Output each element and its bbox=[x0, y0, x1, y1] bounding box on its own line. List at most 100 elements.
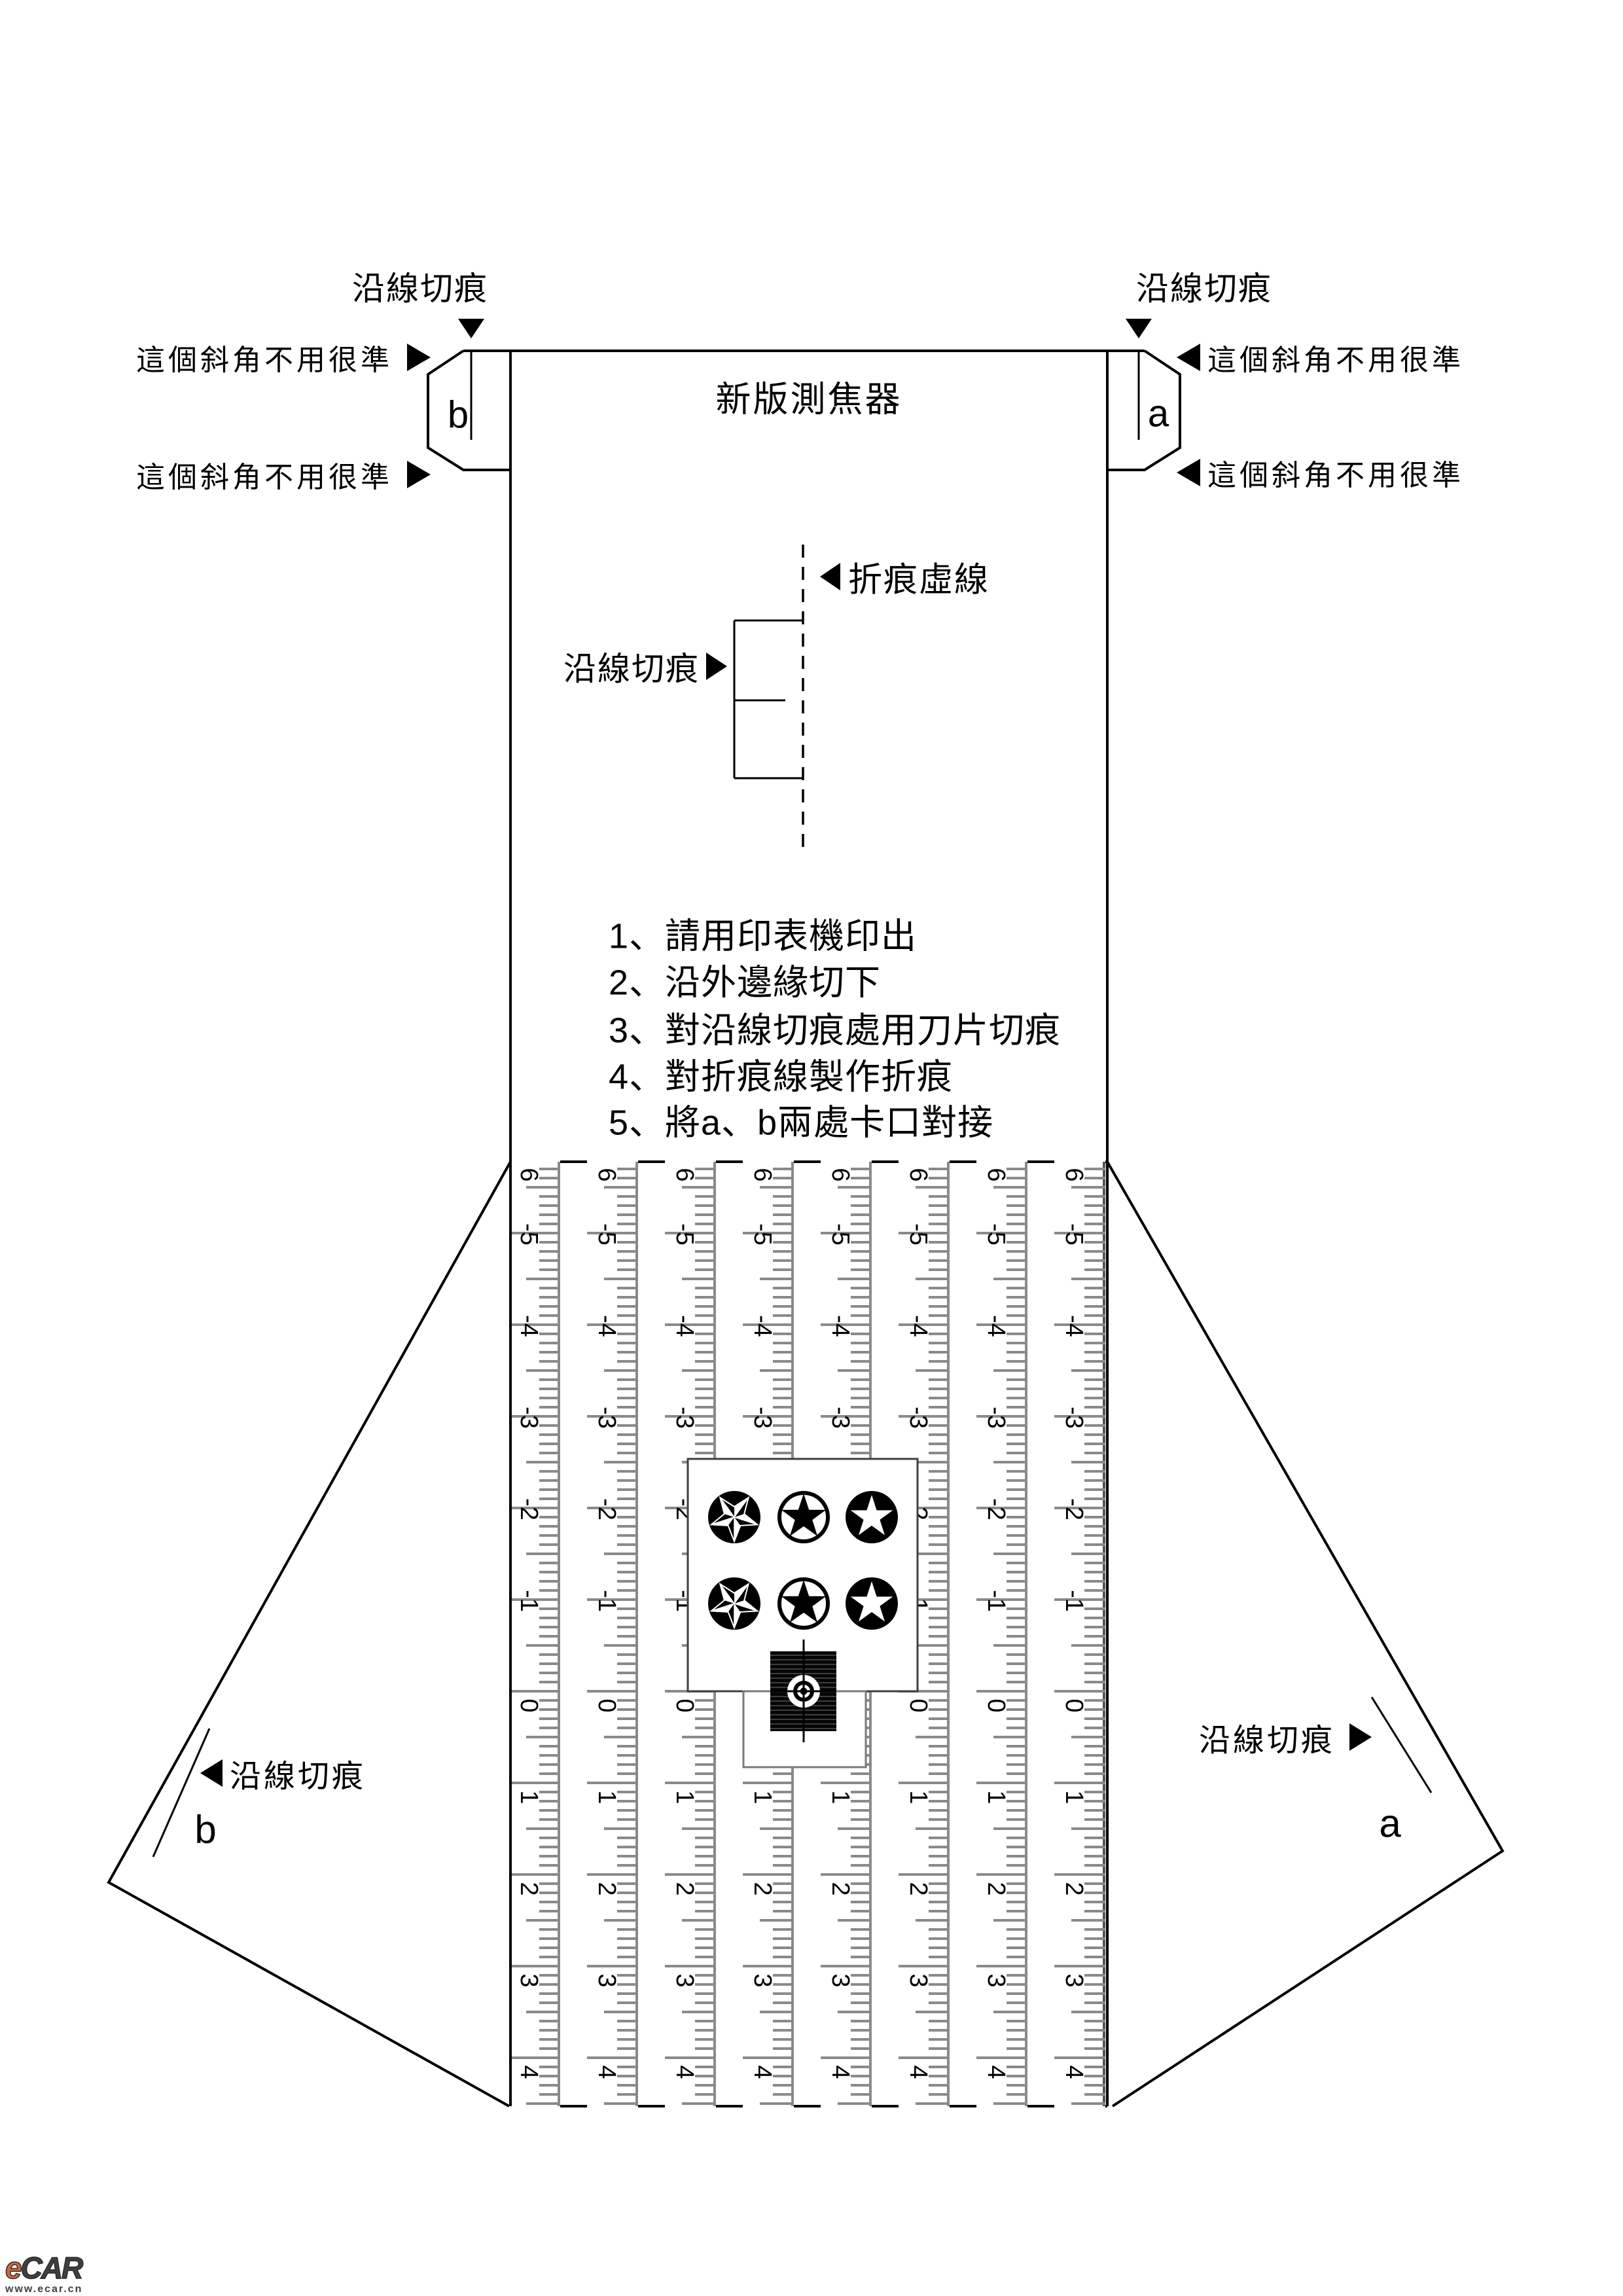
ruler-tick bbox=[916, 1186, 950, 1189]
ruler-tick bbox=[617, 1992, 638, 1995]
ruler-tick bbox=[773, 1351, 794, 1354]
ruler-tick bbox=[1084, 2020, 1105, 2022]
ruler-tick bbox=[1084, 2047, 1105, 2050]
ruler-tick bbox=[773, 1333, 794, 1335]
ruler-tick bbox=[617, 1241, 638, 1244]
ruler-tick bbox=[1084, 1974, 1105, 1977]
ruler-tick bbox=[1054, 1507, 1105, 1509]
ruler-tick bbox=[916, 1644, 950, 1647]
ruler-tick bbox=[1084, 1809, 1105, 1812]
ruler-tick bbox=[1054, 1598, 1105, 1601]
ruler-tick bbox=[851, 1259, 872, 1262]
ruler-tick bbox=[899, 1323, 950, 1326]
ruler-tick bbox=[509, 1232, 560, 1234]
ruler-tick bbox=[1007, 1607, 1027, 1610]
ruler-tick bbox=[929, 1754, 950, 1757]
ruler-tick bbox=[1084, 1772, 1105, 1775]
ruler-tick bbox=[1084, 1791, 1105, 1793]
ruler-tick bbox=[539, 1974, 560, 1977]
ruler-tick bbox=[773, 1397, 794, 1399]
cutout-star-circle bbox=[846, 1491, 898, 1543]
ruler-tick bbox=[821, 1232, 872, 1234]
ruler-tick bbox=[929, 1498, 950, 1500]
ruler-tick bbox=[526, 1186, 560, 1189]
ruler-tick bbox=[851, 1809, 872, 1812]
ruler-tick bbox=[929, 1534, 950, 1537]
ruler-tick bbox=[539, 1397, 560, 1399]
ruler-tick bbox=[1084, 1168, 1105, 1170]
ruler-tick bbox=[526, 1736, 560, 1738]
left-wing-outline bbox=[107, 1161, 512, 2108]
ruler-tick bbox=[993, 1186, 1027, 1189]
ruler-tick bbox=[838, 2011, 872, 2013]
ruler-tick bbox=[851, 1864, 872, 1867]
ruler-tick bbox=[1084, 1534, 1105, 1537]
ruler-tick bbox=[851, 1800, 872, 1803]
ruler-tick bbox=[617, 2001, 638, 2004]
ruler-tick bbox=[773, 1424, 794, 1427]
ruler-tick bbox=[929, 1892, 950, 1894]
ruler-tick bbox=[1007, 1433, 1027, 1436]
ruler-tick bbox=[851, 1342, 872, 1344]
ruler-tick bbox=[851, 1846, 872, 1848]
ruler-tick bbox=[1007, 1672, 1027, 1674]
ruler-tick bbox=[1084, 1846, 1105, 1848]
ruler-tick bbox=[929, 1589, 950, 1592]
ruler-tick bbox=[695, 1213, 716, 1216]
ruler-tick bbox=[993, 1461, 1027, 1463]
ruler-tick bbox=[617, 1488, 638, 1491]
arrow-down-icon bbox=[1126, 319, 1152, 338]
ruler-tick bbox=[539, 1653, 560, 1656]
ruler-tick bbox=[851, 1250, 872, 1253]
ruler-tick bbox=[773, 1910, 794, 1912]
ruler-tick bbox=[539, 1534, 560, 1537]
ruler-tick bbox=[851, 2029, 872, 2032]
ruler-tick bbox=[899, 1598, 950, 1601]
ruler-tick bbox=[773, 1268, 794, 1271]
ruler-tick bbox=[1084, 1378, 1105, 1381]
ruler-tick bbox=[617, 1268, 638, 1271]
ruler-tick bbox=[773, 1809, 794, 1812]
ruler-tick bbox=[617, 1424, 638, 1427]
ruler-tick bbox=[929, 1937, 950, 1940]
ruler-tick bbox=[539, 1763, 560, 1766]
ruler-tick bbox=[695, 1268, 716, 1271]
ruler-tick bbox=[539, 1882, 560, 1885]
ruler-tick bbox=[851, 1956, 872, 1958]
ruler-tick bbox=[1007, 1314, 1027, 1317]
ruler-tick bbox=[617, 1837, 638, 1839]
ruler-tick bbox=[851, 1397, 872, 1399]
ruler-tick bbox=[993, 1919, 1027, 1922]
ruler-tick bbox=[617, 2093, 638, 2096]
ruler-tick bbox=[851, 2093, 872, 2096]
ruler-tick bbox=[1007, 1662, 1027, 1665]
ruler-tick bbox=[821, 1965, 872, 1967]
ruler-tick bbox=[929, 1837, 950, 1839]
ruler-tick bbox=[1007, 1983, 1027, 1986]
ruler-tick bbox=[539, 1488, 560, 1491]
ruler-tick bbox=[539, 1727, 560, 1729]
ruler-tick bbox=[773, 2038, 794, 2041]
ruler-tick bbox=[773, 1772, 794, 1775]
ruler-tick bbox=[617, 1772, 638, 1775]
ruler-scale-line bbox=[635, 1162, 638, 2106]
ruler-tick bbox=[929, 1571, 950, 1573]
ruler-tick bbox=[1007, 1470, 1027, 1473]
ruler-tick bbox=[929, 1882, 950, 1885]
ruler-tick bbox=[1084, 1333, 1105, 1335]
ruler-tick bbox=[773, 2020, 794, 2022]
ruler-tick bbox=[617, 1479, 638, 1482]
ruler-tick bbox=[929, 1223, 950, 1225]
ruler-tick bbox=[617, 1498, 638, 1500]
ruler-tick bbox=[617, 1910, 638, 1912]
ruler-tick bbox=[695, 1763, 716, 1766]
ruler-tick bbox=[539, 2093, 560, 2096]
ruler-tick bbox=[929, 1333, 950, 1335]
ruler-tick bbox=[743, 1323, 794, 1326]
ruler-tick bbox=[604, 2102, 638, 2105]
ruler-tick bbox=[773, 1855, 794, 1857]
ruler-tick bbox=[1071, 1919, 1105, 1922]
ruler-tick bbox=[695, 1342, 716, 1344]
ruler-tick bbox=[1054, 1323, 1105, 1326]
ruler-tick bbox=[773, 1388, 794, 1390]
